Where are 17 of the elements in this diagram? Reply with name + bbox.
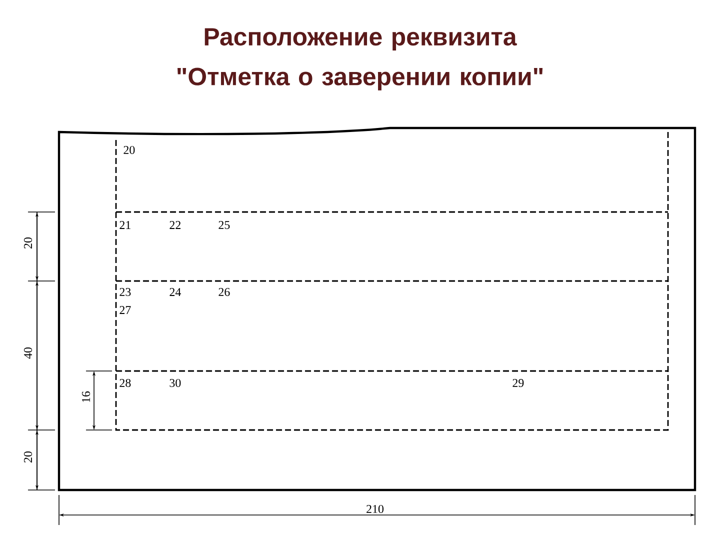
- zone-number: 26: [218, 288, 230, 296]
- zone-number: 29: [512, 378, 524, 387]
- zone-number: 22: [170, 221, 180, 229]
- zone-number: 23: [120, 288, 131, 296]
- zone-number: 28: [120, 378, 131, 388]
- dimension-label: 210: [365, 504, 385, 514]
- dimension-label: 20: [22, 450, 34, 464]
- dimension-label: 16: [81, 390, 92, 404]
- dimension-label: 40: [22, 346, 34, 360]
- zone-number: 21: [120, 221, 130, 229]
- slide-title: Расположение реквизита "Отметка о заверении копии": [178, 28, 543, 90]
- zone-number: 25: [218, 220, 230, 229]
- zone-number: 24: [170, 288, 181, 296]
- zone-number: 27: [120, 306, 131, 314]
- zone-number: 30: [170, 378, 181, 388]
- zone-number: 20: [124, 146, 135, 154]
- dimension-label: 20: [22, 236, 34, 250]
